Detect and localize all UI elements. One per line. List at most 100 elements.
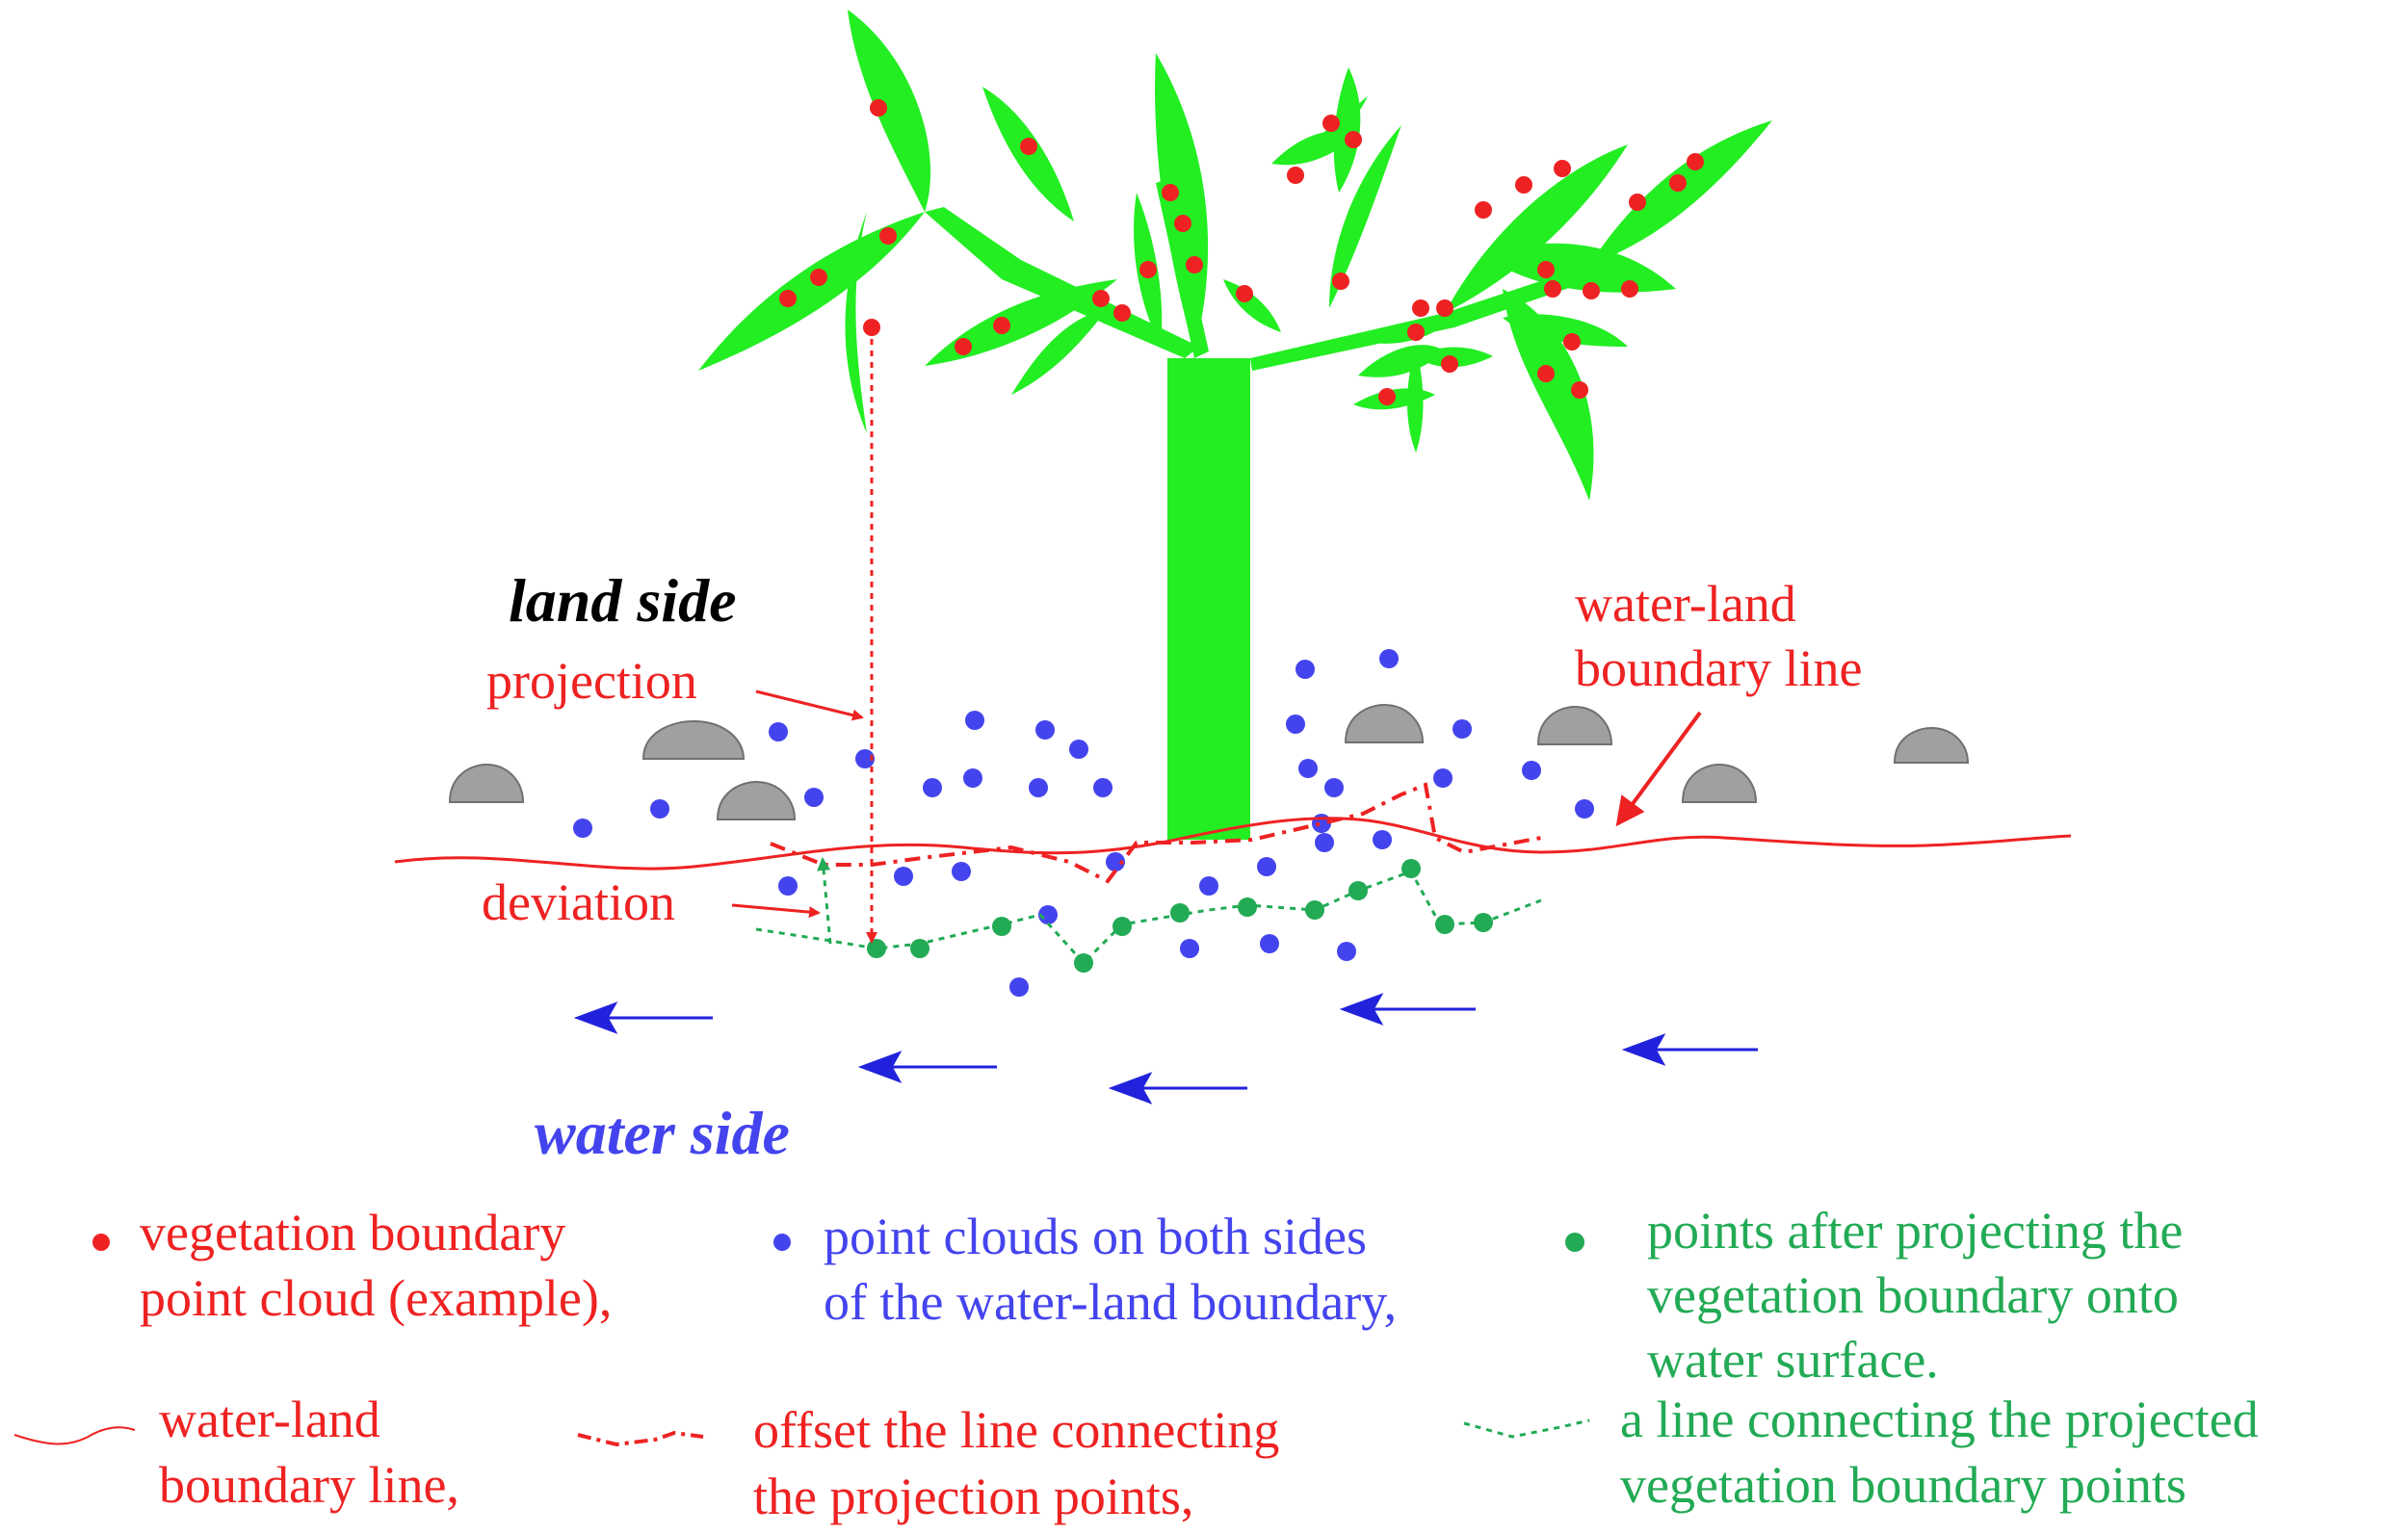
red-dot bbox=[1441, 355, 1458, 373]
rock bbox=[1344, 703, 1425, 743]
rock bbox=[1893, 726, 1970, 764]
red-dot bbox=[1687, 153, 1704, 170]
red-dot bbox=[1236, 285, 1253, 302]
tree-leaf bbox=[1333, 67, 1361, 193]
blue-dot bbox=[1379, 649, 1399, 668]
blue-dot bbox=[1337, 942, 1356, 961]
red-dot bbox=[1139, 261, 1157, 278]
red-dot bbox=[1407, 324, 1425, 341]
red-dot bbox=[870, 99, 887, 117]
legend-boundary-line-1: water-land bbox=[159, 1391, 380, 1448]
green-dot bbox=[1112, 917, 1132, 936]
red-dot bbox=[1287, 167, 1304, 184]
tree-branch bbox=[925, 207, 1199, 358]
red-dot bbox=[1174, 215, 1191, 232]
red-dot bbox=[1475, 201, 1492, 219]
green-dot bbox=[992, 917, 1011, 936]
red-dot bbox=[1345, 131, 1362, 148]
red-dot bbox=[879, 227, 897, 245]
red-dot bbox=[1544, 280, 1561, 298]
green-dot bbox=[1474, 913, 1493, 932]
blue-dot bbox=[1180, 939, 1199, 958]
water-flow-arrows bbox=[573, 993, 1758, 1105]
rocks bbox=[448, 703, 1970, 820]
red-dot bbox=[1322, 115, 1340, 132]
blue-dot bbox=[1373, 830, 1392, 849]
tree-leaf bbox=[1011, 308, 1108, 395]
red-dot bbox=[1669, 174, 1687, 192]
tree-leaf bbox=[1155, 53, 1209, 351]
blue-dot bbox=[1038, 905, 1058, 924]
flow-arrow bbox=[573, 1001, 713, 1034]
red-dot bbox=[1629, 194, 1646, 211]
tree-trunk bbox=[1167, 358, 1250, 840]
water-land-boundary-line bbox=[394, 817, 2072, 871]
red-dot bbox=[1092, 290, 1110, 307]
legend-point-clouds-line-2: of the water-land boundary, bbox=[824, 1273, 1397, 1331]
blue-dot bbox=[1260, 934, 1279, 953]
blue-dot bbox=[573, 819, 592, 838]
blue-dot bbox=[965, 711, 984, 730]
tree-leaf bbox=[848, 10, 931, 212]
blue-dot bbox=[1433, 768, 1453, 788]
green-dot bbox=[1401, 859, 1421, 878]
blue-dot bbox=[1009, 977, 1029, 997]
red-dot bbox=[1378, 388, 1396, 405]
blue-dot bbox=[1324, 778, 1344, 797]
blue-dot bbox=[1315, 833, 1334, 852]
legend-boundary-line-2: boundary line, bbox=[159, 1456, 459, 1514]
point-clouds-both-sides bbox=[573, 649, 1594, 997]
red-dot bbox=[1621, 280, 1638, 298]
blue-dot bbox=[1286, 715, 1305, 734]
blue-dot bbox=[963, 768, 982, 788]
flow-arrow bbox=[1339, 993, 1476, 1026]
red-dot bbox=[993, 317, 1010, 334]
flow-arrow bbox=[857, 1051, 997, 1083]
blue-dot bbox=[778, 876, 798, 896]
legend-projected-line-1: a line connecting the projected bbox=[1620, 1391, 2259, 1448]
tree-branch bbox=[1250, 265, 1594, 371]
boundary-label-line-2: boundary line bbox=[1575, 639, 1862, 697]
legend-projected-line-2: vegetation boundary points bbox=[1620, 1456, 2186, 1514]
tree-leaf bbox=[1329, 125, 1401, 308]
legend-projected-points-line-2: vegetation boundary onto bbox=[1647, 1266, 2179, 1324]
green-dot bbox=[1238, 897, 1257, 917]
rock bbox=[1681, 763, 1758, 803]
legend: vegetation boundary point cloud (example… bbox=[13, 1202, 2259, 1525]
flow-arrow bbox=[1108, 1072, 1247, 1105]
rock bbox=[448, 763, 525, 803]
red-dot bbox=[1537, 261, 1555, 278]
green-dot bbox=[1435, 915, 1454, 934]
tree-leaf bbox=[1445, 144, 1628, 313]
green-dot bbox=[1305, 900, 1324, 920]
red-dot bbox=[1583, 282, 1600, 299]
blue-dot bbox=[1257, 857, 1276, 876]
rock bbox=[1536, 705, 1613, 745]
red-dot bbox=[810, 269, 827, 286]
legend-offset-line-symbol bbox=[577, 1430, 704, 1447]
tree-leaf bbox=[698, 212, 925, 371]
red-dot bbox=[1020, 138, 1037, 155]
blue-dot bbox=[804, 788, 824, 807]
tree-leaf bbox=[845, 212, 867, 433]
legend-offset-line-2: the projection points, bbox=[753, 1468, 1193, 1525]
blue-dot bbox=[1029, 778, 1048, 797]
red-dot bbox=[955, 338, 972, 355]
legend-projected-points-line-1: points after projecting the bbox=[1647, 1202, 2183, 1260]
red-dot bbox=[779, 290, 797, 307]
blue-dot bbox=[1575, 799, 1594, 819]
green-dot bbox=[1074, 953, 1093, 973]
red-dot bbox=[1436, 299, 1453, 317]
tree-leaf bbox=[1589, 120, 1772, 265]
green-dot bbox=[1348, 881, 1368, 900]
water-side-label: water side bbox=[535, 1099, 790, 1167]
boundary-label-line-1: water-land bbox=[1575, 575, 1796, 633]
red-dot bbox=[1515, 176, 1532, 194]
blue-dot bbox=[894, 867, 913, 886]
blue-dot bbox=[923, 778, 942, 797]
projection-arrow bbox=[755, 689, 864, 721]
tree-leaf bbox=[1358, 345, 1445, 377]
tree-leaf bbox=[1368, 322, 1445, 344]
legend-offset-line-1: offset the line connecting bbox=[753, 1401, 1279, 1459]
